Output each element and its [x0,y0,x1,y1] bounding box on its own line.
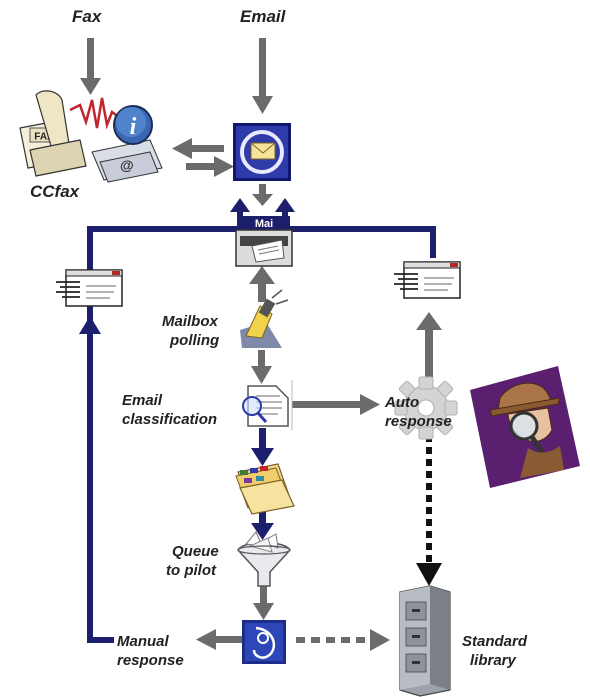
svg-text:@: @ [120,157,134,173]
fax-machine-icon: FAX [19,90,121,177]
mailbox-polling-label-line1: Mailbox [162,313,218,330]
queue-to-pilot-label-line2: to pilot [166,562,216,579]
svg-text:i: i [130,114,137,140]
auto-response-label-line2: response [385,413,452,430]
gear-icon [394,376,458,440]
gray-arrows [80,38,442,650]
fax-paper-text: FAX [34,132,54,143]
detective-icon [470,366,580,488]
mailbox-polling-label-line2: polling [170,332,220,349]
funnel-icon [237,531,291,587]
flashlight-icon [240,289,289,348]
file-cabinet-icon [399,585,451,697]
dotted-arrows [296,435,442,651]
fax-label: Fax [72,7,102,26]
auto-response-label-line1: Auto [385,394,420,411]
standard-library-label-line1: Standard [462,633,528,650]
manual-response-label-line2: response [117,652,184,669]
pilot-app-icon [242,620,286,664]
info-icon: @ i [91,105,163,183]
mail-slot-text: Mai [255,218,273,230]
email-app-icon [233,123,291,181]
standard-library-label-line2: library [470,652,516,669]
ccfax-label: CCfax [30,182,80,201]
mailbox-slot-icon: Mai [235,216,293,267]
email-label: Email [240,7,286,26]
email-classification-label-line1: Email [122,392,163,409]
auto-template-icon [394,261,461,299]
classification-document-icon [242,380,293,430]
file-folders-icon [235,463,295,515]
queue-to-pilot-label-line1: Queue [172,543,219,560]
manual-response-label-line1: Manual [117,633,169,650]
email-classification-label-line2: classification [122,411,218,428]
email-template-icon [56,269,123,307]
